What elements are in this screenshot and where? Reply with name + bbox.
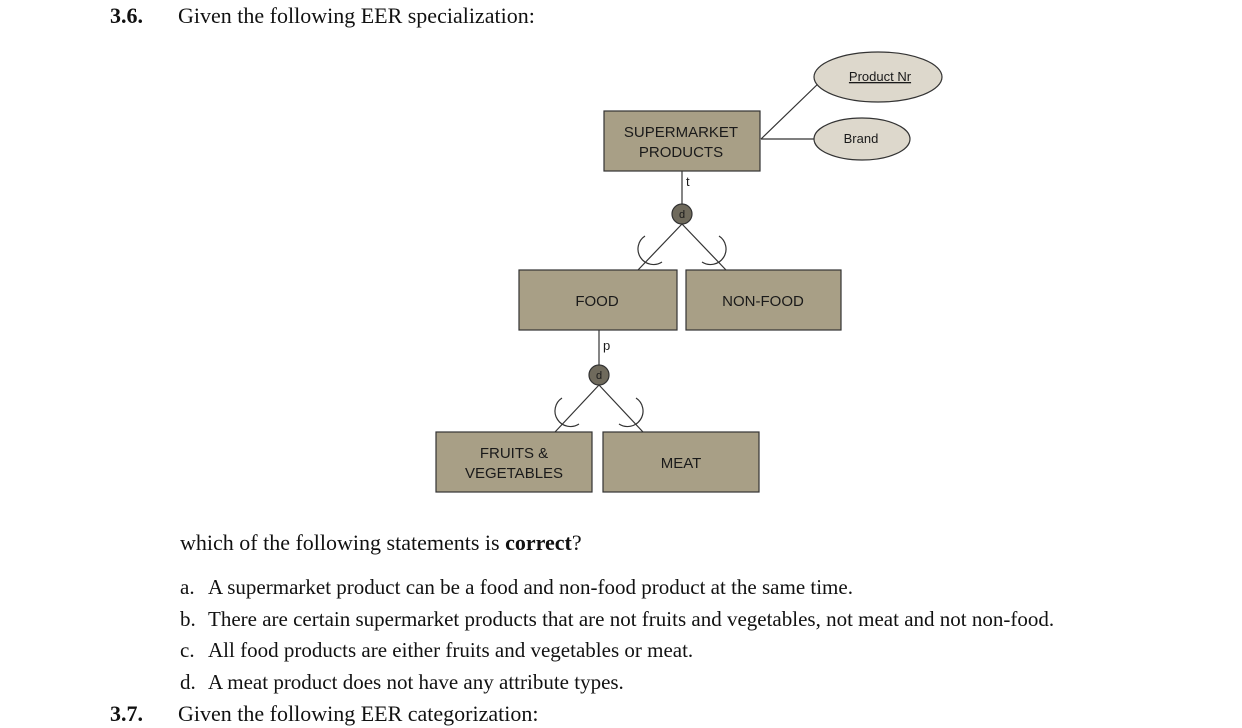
brand-attribute-label: Brand [844, 131, 879, 146]
option-d: d. A meat product does not have any attri… [180, 667, 1054, 699]
brand-attribute: Brand [813, 117, 911, 161]
top-disjoint-circle: d [671, 203, 693, 225]
top-disjoint-label: d [679, 209, 685, 221]
fv-label-line2: VEGETABLES [465, 465, 563, 482]
meat-entity: MEAT [602, 431, 760, 493]
option-b: b. There are certain supermarket products… [180, 604, 1054, 636]
superclass-entity: SUPERMARKET PRODUCTS [603, 110, 761, 172]
nonfood-label: NON-FOOD [722, 293, 804, 310]
key-attribute-connector [760, 79, 823, 140]
option-a-letter: a. [180, 575, 195, 599]
top-participation-label: t [686, 174, 690, 189]
answer-options: a. A supermarket product can be a food an… [180, 572, 1054, 698]
option-d-text: A meat product does not have any attribu… [208, 669, 624, 694]
option-a: a. A supermarket product can be a food an… [180, 572, 1054, 604]
prompt-after: ? [571, 530, 582, 555]
question-intro: Given the following EER specialization: [178, 3, 535, 28]
prompt-before: which of the following statements is [180, 530, 506, 555]
question-prompt: which of the following statements is cor… [180, 529, 582, 557]
option-c-text: All food products are either fruits and … [208, 638, 694, 662]
option-d-letter: d. [180, 669, 196, 694]
next-question-fragment: 3.7.Given the following EER categorizati… [110, 700, 538, 728]
fv-subset-arc [554, 397, 580, 428]
next-question-number: 3.7. [110, 701, 143, 726]
meat-label: MEAT [661, 455, 702, 472]
meat-subset-arc [618, 397, 644, 428]
nonfood-entity: NON-FOOD [685, 269, 842, 331]
question-number: 3.6. [110, 3, 143, 28]
prompt-emphasis: correct [505, 530, 572, 555]
food-subset-arc [637, 235, 663, 266]
option-b-letter: b. [180, 606, 196, 631]
superclass-label-line1: SUPERMARKET [624, 124, 738, 141]
fruits-vegetables-entity: FRUITS & VEGETABLES [435, 431, 593, 493]
option-c-letter: c. [180, 638, 195, 662]
food-entity: FOOD [518, 269, 678, 331]
option-b-text: There are certain supermarket products t… [208, 606, 1055, 631]
fv-label-line1: FRUITS & [480, 445, 548, 462]
key-attribute-label: Product Nr [849, 69, 912, 84]
superclass-label-line2: PRODUCTS [639, 144, 723, 161]
key-attribute: Product Nr [813, 51, 943, 103]
food-label: FOOD [575, 293, 618, 310]
option-c: c. All food products are either fruits an… [180, 635, 1054, 667]
food-participation-label: p [603, 338, 610, 353]
food-disjoint-circle: d [588, 364, 610, 386]
option-a-text: A supermarket product can be a food and … [208, 575, 853, 599]
food-disjoint-label: d [596, 370, 602, 382]
nonfood-subset-arc [701, 235, 727, 266]
